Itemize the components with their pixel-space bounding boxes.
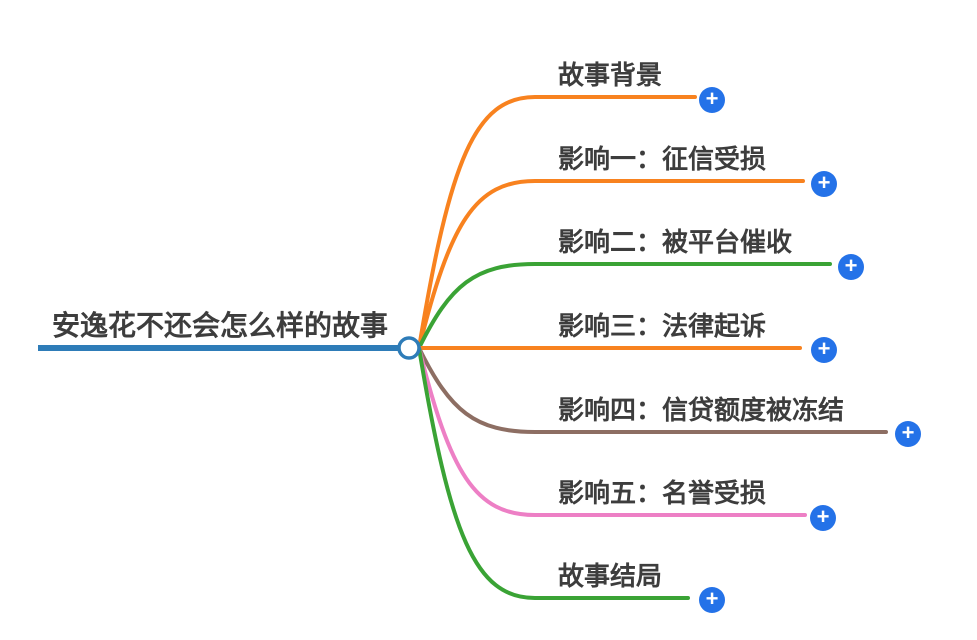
junction-circle-icon[interactable] <box>397 336 421 360</box>
branch-label-2[interactable]: 影响一：征信受损 <box>558 144 767 174</box>
plus-icon: + <box>705 86 719 111</box>
add-child-button-7[interactable]: + <box>699 586 725 613</box>
plus-icon: + <box>844 253 858 278</box>
branch-line-2 <box>417 179 805 350</box>
central-node-label[interactable]: 安逸花不还会怎么样的故事 <box>52 310 389 341</box>
branch-label-6[interactable]: 影响五：名誉受损 <box>558 478 767 508</box>
branch-label-7[interactable]: 故事结局 <box>558 561 663 591</box>
branch-line-7 <box>417 346 690 600</box>
branch-line-1 <box>417 95 697 350</box>
add-child-button-1[interactable]: + <box>699 86 725 113</box>
plus-icon: + <box>817 336 831 361</box>
branch-label-5[interactable]: 影响四：信贷额度被冻结 <box>558 395 845 425</box>
add-child-button-6[interactable]: + <box>810 504 836 531</box>
plus-icon: + <box>817 170 831 195</box>
add-child-button-4[interactable]: + <box>811 336 837 363</box>
branch-label-4[interactable]: 影响三：法律起诉 <box>558 311 767 341</box>
branch-label-3[interactable]: 影响二：被平台催收 <box>558 227 793 257</box>
add-child-button-3[interactable]: + <box>838 253 864 280</box>
add-child-button-2[interactable]: + <box>811 170 837 197</box>
branch-line-6 <box>417 346 807 517</box>
plus-icon: + <box>816 504 830 529</box>
plus-icon: + <box>901 420 915 445</box>
branch-line-5 <box>417 346 888 434</box>
add-child-button-5[interactable]: + <box>895 420 921 447</box>
branch-label-1[interactable]: 故事背景 <box>558 60 663 90</box>
branch-line-3 <box>417 262 832 350</box>
plus-icon: + <box>705 586 719 611</box>
